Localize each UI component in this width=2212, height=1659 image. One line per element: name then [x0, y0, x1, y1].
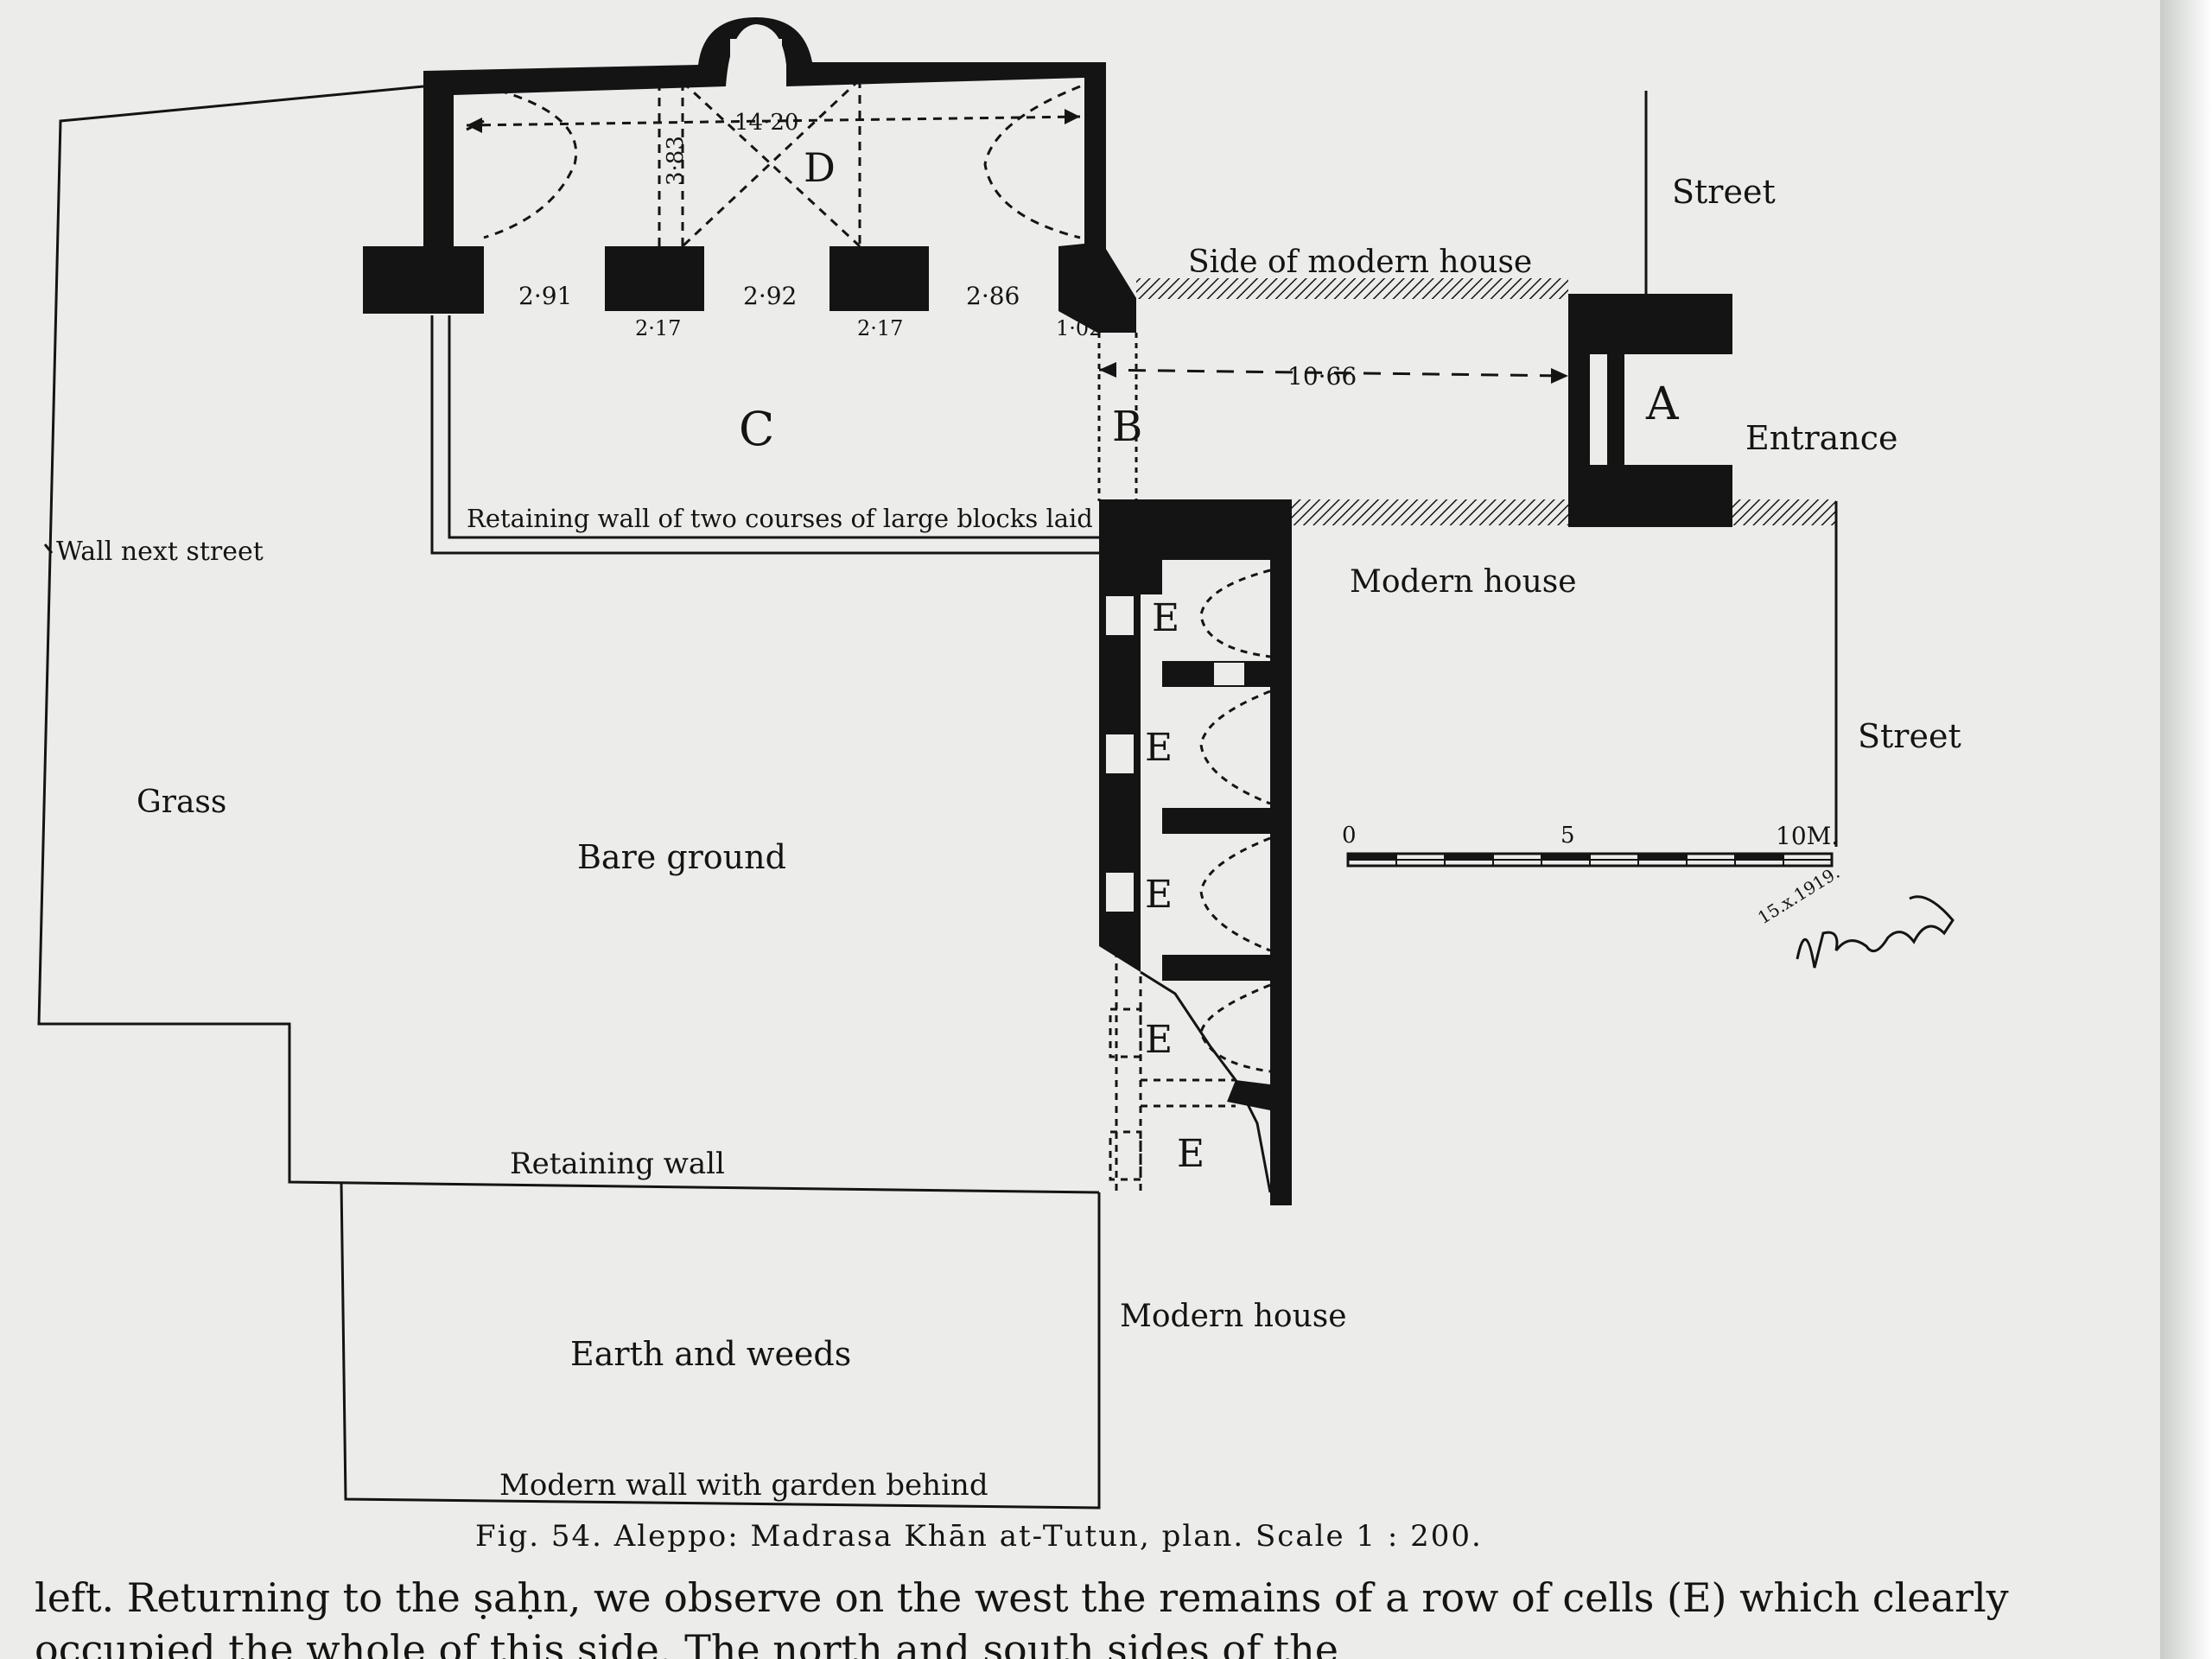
- pier-2-dim: 2·17: [857, 316, 903, 340]
- signature-date: 15.x.1919.: [1754, 861, 1843, 928]
- modern-house-label-right: Modern house: [1350, 564, 1577, 600]
- area-c-outline: [430, 315, 1099, 555]
- e-cells-ruin-edge: [1140, 970, 1272, 1193]
- entrance-label: Entrance: [1745, 419, 1898, 457]
- grass-label: Grass: [137, 785, 226, 820]
- scale-tick-10: 10M.: [1776, 822, 1839, 850]
- pier-3-dim: 1·02: [1056, 316, 1102, 340]
- wall-next-street-tick: [43, 543, 54, 554]
- cell-e-2-label: E: [1145, 726, 1173, 770]
- cell-e-3-label: E: [1145, 873, 1173, 917]
- figure-caption: Fig. 54. Aleppo: Madrasa Khān at-Tutun, …: [475, 1519, 1483, 1554]
- cell-e-5-label: E: [1177, 1132, 1205, 1176]
- room-d-walls: [363, 17, 1136, 333]
- entrance-a-walls: [1568, 294, 1732, 527]
- d-width-dim: 3·83: [663, 136, 689, 186]
- cell-e-1-label: E: [1152, 596, 1179, 640]
- modern-house-hatch-top: [1136, 278, 1568, 299]
- retaining-wall-two-courses-label: Retaining wall of two courses of large b…: [467, 504, 1144, 533]
- body-text-line-1: left. Returning to the ṣaḥn, we observe …: [35, 1574, 2009, 1621]
- modern-house-label-bottom: Modern house: [1120, 1299, 1347, 1334]
- area-c-label: C: [739, 402, 774, 456]
- apse-niche: [730, 39, 782, 80]
- cell-e-4-label: E: [1145, 1018, 1173, 1062]
- earth-weeds-label: Earth and weeds: [570, 1335, 851, 1373]
- scale-bar: [1346, 852, 1834, 868]
- pier-1-dim: 2·17: [635, 316, 681, 340]
- opening-1-dim: 2·91: [518, 282, 572, 310]
- courtyard-span-dim: 10·66: [1287, 362, 1357, 391]
- garden-plot-outline: [340, 1181, 1101, 1510]
- entrance-a-label: A: [1645, 378, 1680, 430]
- d-length-dim: 14·20: [734, 110, 798, 136]
- b-passage-dotted: [1097, 333, 1138, 501]
- e-cells-door-gaps: [1106, 596, 1244, 912]
- site-outline: [37, 85, 1100, 1194]
- bare-ground-label: Bare ground: [577, 838, 786, 876]
- wall-next-street-label: Wall next street: [56, 537, 264, 567]
- street-label-right: Street: [1858, 717, 1961, 755]
- floor-plan: D 14·20 3·83 2·91 2·17 2·92 2·17 2·86 1·…: [37, 17, 1961, 1510]
- span-dimension-line: [1098, 368, 1569, 378]
- dim-arrow-left: [467, 118, 482, 133]
- opening-2-dim: 2·92: [743, 282, 797, 310]
- book-page: D 14·20 3·83 2·91 2·17 2·92 2·17 2·86 1·…: [0, 0, 2160, 1659]
- area-b-label: B: [1112, 403, 1142, 451]
- signature: [1796, 895, 1955, 969]
- scale-tick-0: 0: [1342, 823, 1357, 849]
- modern-wall-garden-label: Modern wall with garden behind: [499, 1468, 988, 1503]
- room-d-label: D: [804, 144, 836, 191]
- retaining-wall-label: Retaining wall: [510, 1147, 725, 1181]
- dim-arrow-right: [1065, 109, 1080, 124]
- room-d-vault-lines: [466, 78, 1081, 248]
- street-label-top: Street: [1672, 173, 1776, 211]
- body-text-line-2: occupied the whole of this side. The nor…: [35, 1626, 1338, 1659]
- modern-house-hatch-right: [1287, 499, 1836, 525]
- side-modern-house-label: Side of modern house: [1188, 245, 1532, 280]
- span-arrow-left: [1099, 362, 1116, 378]
- page-edge: [2160, 0, 2212, 1659]
- scale-tick-5: 5: [1560, 823, 1575, 849]
- e-cells-dashed: [1109, 569, 1271, 1192]
- opening-3-dim: 2·86: [966, 282, 1020, 310]
- span-arrow-right: [1551, 368, 1568, 384]
